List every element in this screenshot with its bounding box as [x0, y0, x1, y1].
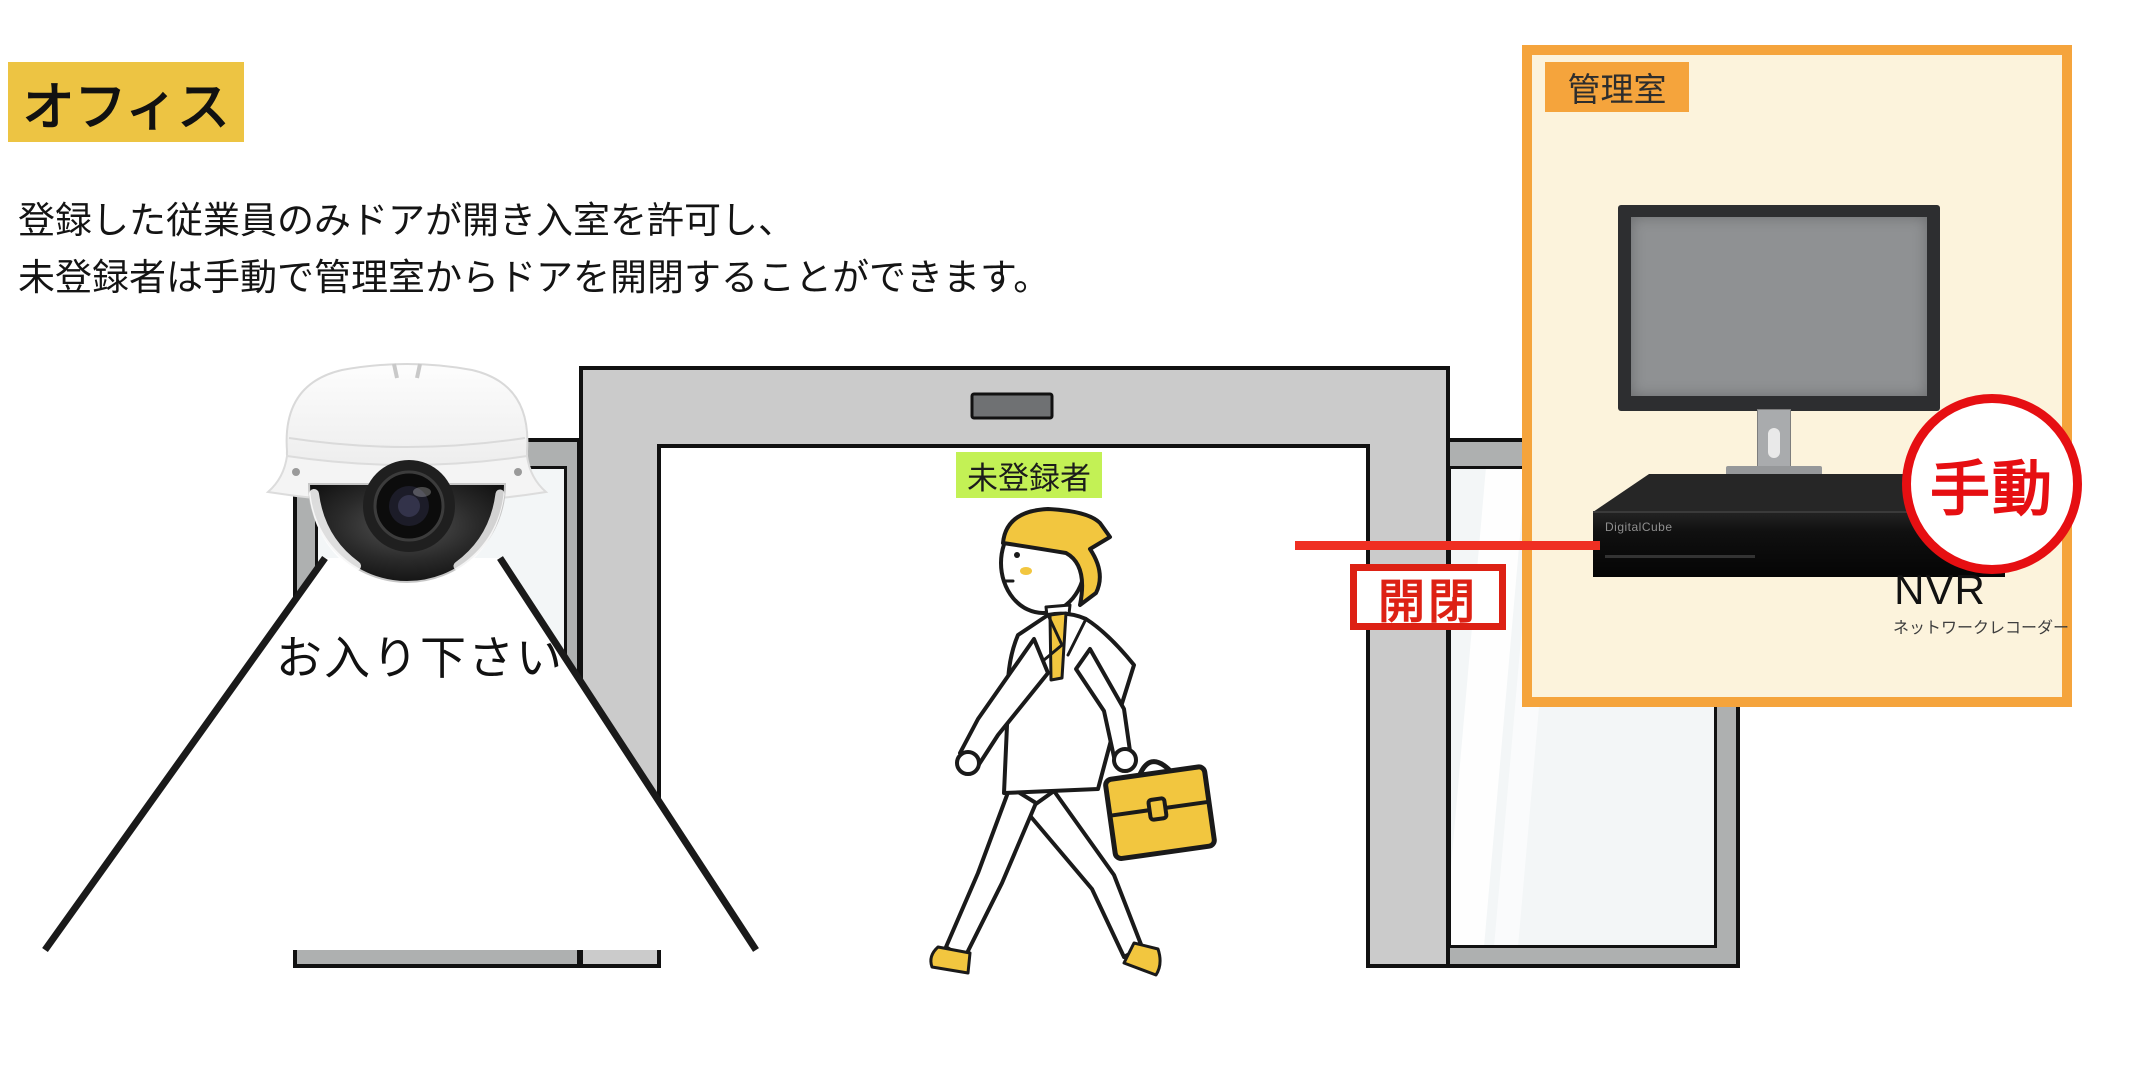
control-room-title: 管理室	[1567, 71, 1667, 108]
nvr-label-text: NVR	[1894, 566, 1986, 613]
camera-caption: お入り下さい	[235, 622, 605, 688]
monitor-stand-slot	[1768, 428, 1780, 458]
area-title-box: オフィス	[8, 62, 244, 142]
nvr-brand-text: DigitalCube	[1605, 520, 1673, 534]
door-action-badge: 開閉	[1350, 564, 1506, 630]
wedge-line-left	[42, 555, 328, 953]
description-text: 登録した従業員のみドアが開き入室を許可し、未登録者は手動で管理室からドアを開閉す…	[18, 192, 1050, 306]
monitor-stand-base	[1726, 466, 1822, 476]
monitor-stand	[1757, 409, 1791, 471]
camera-caption-text: お入り下さい	[276, 632, 564, 684]
visitor-badge-text: 未登録者	[967, 460, 1091, 496]
door-control-line	[1295, 541, 1600, 550]
dome-security-camera-icon	[265, 363, 549, 583]
nvr-front-detail	[1605, 555, 1755, 558]
description-line1: 登録した従業員のみドアが開き入室を許可し、	[18, 200, 795, 241]
control-room-label: 管理室	[1545, 62, 1689, 112]
area-title: オフィス	[22, 78, 230, 137]
door-sensor-icon	[970, 392, 1054, 420]
speech-wedge	[45, 558, 756, 950]
door-action-text: 開閉	[1378, 574, 1478, 628]
manual-badge-text: 手動	[1930, 455, 2054, 523]
nvr-sublabel: ネットワークレコーダー	[1856, 614, 2106, 638]
manual-badge: 手動	[1902, 394, 2082, 574]
description-line2: 未登録者は手動で管理室からドアを開閉することができます。	[18, 257, 1051, 298]
nvr-sublabel-text: ネットワークレコーダー	[1892, 620, 2069, 637]
monitor-icon	[1618, 205, 1940, 411]
monitor-screen	[1631, 217, 1927, 396]
wedge-line-right	[497, 556, 759, 952]
walking-visitor-icon	[929, 507, 1217, 977]
nvr-label: NVR	[1850, 566, 2030, 614]
visitor-badge: 未登録者	[956, 452, 1102, 498]
